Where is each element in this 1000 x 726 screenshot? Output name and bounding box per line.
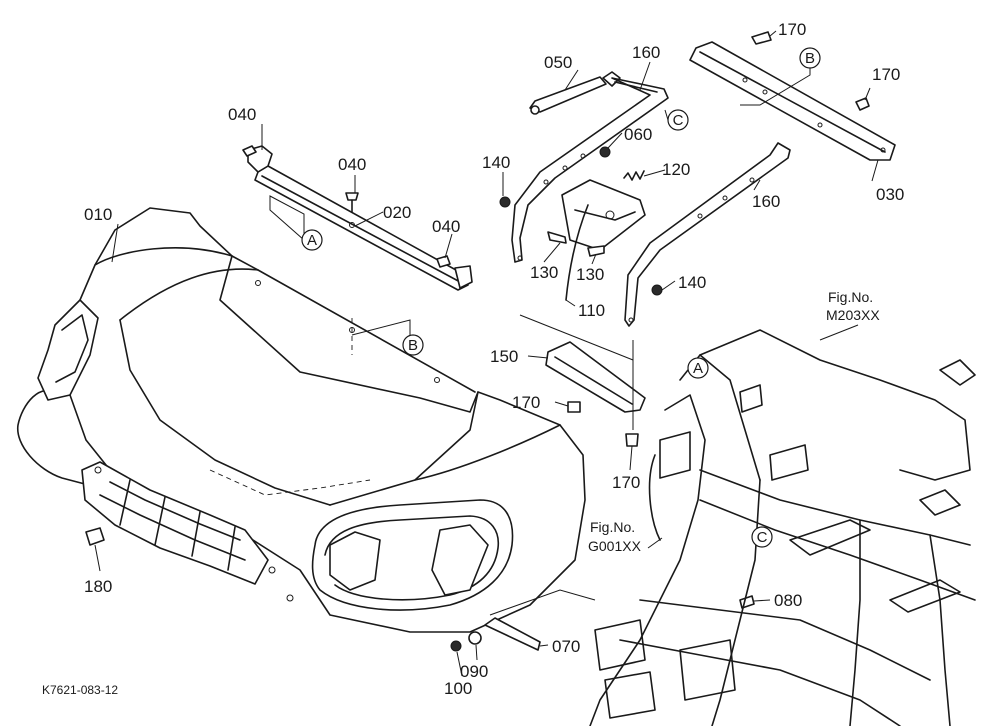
figure-ref-g001-label: Fig.No. — [590, 519, 635, 535]
callout-150: 150 — [490, 347, 518, 366]
nut-100 — [450, 640, 462, 652]
pin-130-left — [547, 231, 567, 244]
callout-170-bottom: 170 — [612, 473, 640, 492]
ref-letter-c-arm-text: C — [673, 112, 684, 129]
figure-ref-m203-label: Fig.No. — [828, 289, 873, 305]
callout-170-top-right: 170 — [872, 65, 900, 84]
callout-130-left: 130 — [530, 263, 558, 282]
ref-letter-c-frame: C — [751, 526, 773, 548]
callout-080: 080 — [774, 591, 802, 610]
nut-060 — [599, 146, 611, 158]
bolt-170-bottom — [625, 433, 639, 447]
latch-pin-070 — [484, 617, 541, 651]
pin-130-right — [587, 245, 605, 257]
callout-120: 120 — [662, 160, 690, 179]
bolt-040-left — [242, 145, 257, 157]
ref-letter-c-arm: C — [667, 109, 689, 131]
cross-member-bar — [689, 41, 896, 161]
cable-110 — [565, 204, 589, 301]
figure-ref-g001-code: G001XX — [588, 538, 642, 554]
callout-160-upper: 160 — [632, 43, 660, 62]
bolt-080 — [739, 595, 755, 609]
ref-letter-b-member-text: B — [805, 50, 815, 67]
callout-040-left: 040 — [228, 105, 256, 124]
bolt-040-right — [436, 255, 451, 268]
ref-letter-a-hood-text: A — [307, 232, 317, 249]
support-bracket — [545, 341, 646, 413]
bolt-170-top-left — [751, 31, 772, 45]
hood-panel — [17, 207, 586, 633]
figure-ref-g001: Fig.No. G001XX — [588, 519, 642, 554]
callout-130-right: 130 — [576, 265, 604, 284]
bolt-170-top-right — [855, 97, 870, 111]
callout-040-right: 040 — [432, 217, 460, 236]
callout-020: 020 — [383, 203, 411, 222]
callout-030: 030 — [876, 185, 904, 204]
callout-040-center: 040 — [338, 155, 366, 174]
callout-100: 100 — [444, 679, 472, 698]
nut-140-lower — [651, 284, 663, 296]
hinge-arm-upper — [511, 77, 669, 263]
callout-140-upper: 140 — [482, 153, 510, 172]
figure-ref-m203-code: M203XX — [826, 307, 880, 323]
ref-letter-b-hood: B — [402, 334, 424, 356]
callout-180: 180 — [84, 577, 112, 596]
clip-180 — [85, 527, 105, 546]
document-id: K7621-083-12 — [42, 683, 118, 697]
ref-letter-a-frame: A — [687, 357, 709, 379]
callout-140-lower: 140 — [678, 273, 706, 292]
callout-070: 070 — [552, 637, 580, 656]
washer-090 — [468, 631, 482, 645]
nut-140-upper — [499, 196, 511, 208]
ref-letter-a-frame-text: A — [693, 360, 703, 377]
callout-110: 110 — [578, 301, 605, 320]
vehicle-frame — [589, 329, 976, 726]
callout-labels: 010 040 040 020 040 050 160 060 140 120 … — [84, 20, 904, 698]
figure-ref-m203: Fig.No. M203XX — [826, 289, 880, 323]
hinge-bracket-plate — [561, 179, 646, 251]
callout-090: 090 — [460, 662, 488, 681]
ref-letter-b-member: B — [799, 47, 821, 69]
callout-060: 060 — [624, 125, 652, 144]
callout-050: 050 — [544, 53, 572, 72]
gas-strut — [529, 71, 621, 115]
ref-letter-a-hood: A — [301, 229, 323, 251]
callout-170-center: 170 — [512, 393, 540, 412]
bolt-170-center — [567, 401, 581, 413]
callout-170-top-left: 170 — [778, 20, 806, 39]
leader-lines — [94, 30, 879, 677]
ref-letter-c-frame-text: C — [757, 529, 768, 546]
bolt-040-center — [345, 192, 359, 213]
callout-010: 010 — [84, 205, 112, 224]
spring-120 — [623, 170, 645, 181]
hinge-arm-lower — [624, 142, 791, 327]
callout-160-lower: 160 — [752, 192, 780, 211]
ref-letter-b-hood-text: B — [408, 337, 418, 354]
